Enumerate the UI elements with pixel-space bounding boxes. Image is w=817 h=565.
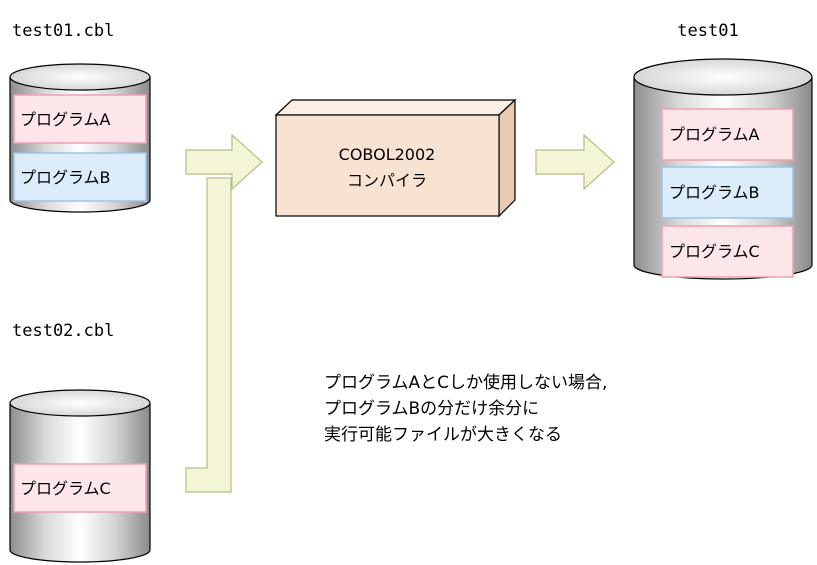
file2-program-c-label: プログラムC	[20, 479, 111, 498]
note: プログラムAとCしか使用しない場合, プログラムBの分だけ余分に 実行可能ファイ…	[324, 372, 607, 445]
note-line-3: 実行可能ファイルが大きくなる	[324, 425, 562, 445]
output-program-a-label: プログラムA	[669, 125, 760, 144]
output-program-c: プログラムC	[661, 225, 794, 278]
output-arrow	[535, 133, 615, 191]
note-line-1: プログラムAとCしか使用しない場合,	[324, 372, 607, 393]
compiler-line2: コンパイラ	[347, 171, 427, 190]
input-arrow	[185, 133, 263, 493]
file1-program-a: プログラムA	[13, 94, 147, 144]
file2-label: test02.cbl	[12, 321, 114, 341]
compiler-line1: COBOL2002	[339, 145, 436, 164]
output-program-c-label: プログラムC	[669, 242, 760, 261]
compiler-block: COBOL2002 コンパイラ	[274, 98, 517, 218]
file1-program-a-label: プログラムA	[20, 110, 111, 129]
output-program-a: プログラムA	[661, 108, 794, 161]
output-label: test01	[677, 21, 738, 41]
file1-label: test01.cbl	[12, 21, 114, 41]
note-line-2: プログラムBの分だけ余分に	[324, 399, 539, 419]
file1-program-b: プログラムB	[13, 152, 147, 202]
file2-program-c: プログラムC	[13, 463, 147, 513]
output-program-b-label: プログラムB	[669, 183, 760, 202]
file1-program-b-label: プログラムB	[20, 168, 111, 187]
output-program-b: プログラムB	[661, 166, 794, 219]
